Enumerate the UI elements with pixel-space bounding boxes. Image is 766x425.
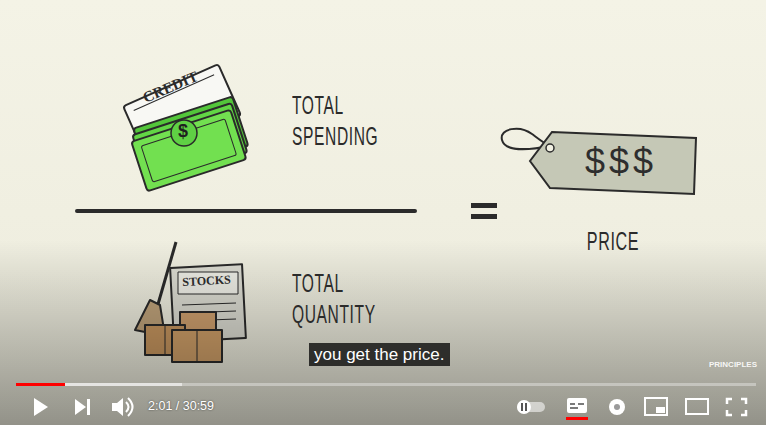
tag-symbol: $$$ xyxy=(544,142,698,182)
player-controls xyxy=(656,407,665,413)
stocks-text: STOCKS xyxy=(182,272,231,289)
player-controls xyxy=(727,399,746,415)
equals-sign xyxy=(471,214,497,219)
money-stack xyxy=(123,64,252,191)
equals-sign xyxy=(471,203,497,208)
progress-bar xyxy=(16,383,65,386)
progress-bar xyxy=(16,383,756,386)
player-controls xyxy=(567,398,587,413)
player-controls xyxy=(525,403,527,411)
player-controls xyxy=(34,398,48,416)
dollar-symbol: $ xyxy=(178,120,188,142)
player-controls xyxy=(521,403,523,411)
player-controls xyxy=(614,404,620,410)
tag-hole xyxy=(546,144,554,152)
money-stack xyxy=(131,110,246,192)
player-controls xyxy=(686,399,708,414)
tag-heading: PRICE xyxy=(548,226,678,256)
player-controls xyxy=(517,400,531,414)
denominator-label: TOTAL QUANTITY xyxy=(292,268,382,330)
player-controls xyxy=(87,399,90,415)
player-controls xyxy=(570,403,575,405)
money-stack xyxy=(128,96,252,191)
player-controls xyxy=(128,398,133,416)
player-controls xyxy=(645,398,667,415)
progress-bar xyxy=(16,383,182,386)
watermark: PRINCIPLES xyxy=(709,360,757,370)
player-controls xyxy=(578,403,584,405)
progress-bar xyxy=(16,383,756,386)
player-controls xyxy=(112,398,123,416)
fraction-bar xyxy=(75,209,417,213)
equals-sign xyxy=(471,203,497,219)
money-stack xyxy=(171,120,197,146)
player-shade xyxy=(0,240,766,425)
player-controls xyxy=(34,398,746,420)
money-stack xyxy=(141,119,236,182)
player-shade xyxy=(0,240,766,425)
player-controls xyxy=(609,399,625,415)
fraction-bar xyxy=(75,209,417,213)
price-tag: $$$PRICE xyxy=(528,130,698,196)
numerator-label: TOTAL SPENDING xyxy=(292,90,382,152)
player-controls xyxy=(126,402,129,412)
player-controls xyxy=(570,407,578,409)
subtitle-box: you get the price. xyxy=(309,343,450,366)
subtitle-text: you get the price. xyxy=(314,344,445,365)
player-controls xyxy=(566,417,588,420)
time-display: 2:01 / 30:59 xyxy=(148,399,214,414)
player-controls xyxy=(75,399,86,415)
